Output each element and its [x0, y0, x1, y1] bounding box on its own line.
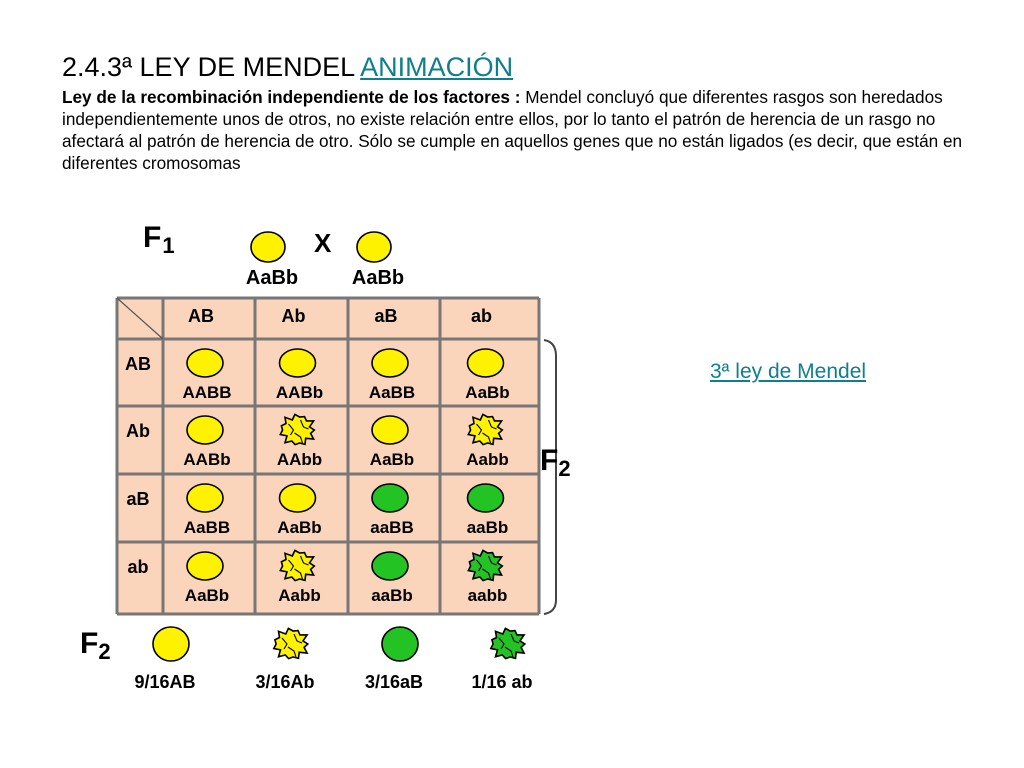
parent-seeds: AaBb AaBb — [246, 231, 404, 289]
summary-ratio-1: 9/16AB — [134, 672, 195, 692]
cell-genotype: AaBb — [277, 518, 321, 537]
parent-1-smooth-seed — [250, 231, 286, 263]
col-gamete-ab: ab — [471, 306, 492, 326]
row-gamete-AB: AB — [125, 354, 151, 374]
summary-ratio-3: 3/16aB — [365, 672, 423, 692]
cell-seed-smooth-seed — [186, 348, 224, 378]
summary-4-wrinkled-seed — [489, 627, 527, 660]
cell-genotype: aaBB — [370, 518, 413, 537]
cell-2-3: AaBb — [370, 415, 414, 469]
law-name: Ley de la recombinación independiente de… — [62, 87, 521, 107]
cell-seed-smooth-seed — [186, 415, 224, 445]
cell-seed-smooth-seed — [371, 483, 409, 513]
summary-3-smooth-seed — [381, 626, 419, 662]
col-gamete-AB: AB — [188, 306, 214, 326]
cell-seed-wrinkled-seed — [467, 549, 504, 582]
col-gamete-aB: aB — [374, 306, 397, 326]
title-text: 2.4.3ª LEY DE MENDEL — [62, 52, 355, 82]
cell-genotype: aaBb — [371, 586, 413, 605]
cell-3-3: aaBB — [370, 483, 414, 537]
f2-summary-label: F2 — [80, 627, 111, 664]
row-gamete-ab: ab — [127, 557, 148, 577]
cell-genotype: AABb — [276, 383, 323, 402]
cell-genotype: AaBB — [184, 518, 230, 537]
summary-2-wrinkled-seed — [272, 627, 310, 660]
parent-genotype-2: AaBb — [352, 267, 404, 289]
page-title: 2.4.3ª LEY DE MENDEL ANIMACIÓN — [62, 52, 513, 83]
cell-seed-wrinkled-seed — [467, 413, 504, 446]
cell-seed-smooth-seed — [186, 551, 224, 581]
cell-genotype: AABB — [182, 383, 231, 402]
cell-1-4: AaBb — [465, 348, 510, 402]
animation-link[interactable]: ANIMACIÓN — [360, 52, 514, 82]
cell-seed-smooth-seed — [466, 483, 505, 513]
cell-4-4: aabb — [467, 549, 508, 605]
summary-ratio-4: 1/16 ab — [471, 672, 532, 692]
f2-bracket — [543, 339, 557, 615]
cell-4-3: aaBb — [371, 551, 413, 605]
cell-genotype: AaBb — [185, 586, 229, 605]
cell-seed-smooth-seed — [371, 348, 409, 378]
cell-genotype: Aabb — [278, 586, 321, 605]
parent-2-smooth-seed — [356, 231, 392, 263]
parent-genotype-1: AaBb — [246, 267, 298, 289]
cell-3-2: AaBb — [277, 483, 322, 537]
row-gamete-aB: aB — [126, 489, 149, 509]
cell-seed-wrinkled-seed — [279, 413, 316, 446]
row-gamete-Ab: Ab — [126, 421, 150, 441]
cell-genotype: Aabb — [466, 450, 509, 469]
cell-1-1: AABB — [182, 348, 232, 402]
third-law-link[interactable]: 3ª ley de Mendel — [710, 360, 867, 383]
f2-bracket-label: F2 — [540, 444, 571, 481]
cell-3-1: AaBB — [184, 483, 230, 537]
cell-genotype: AaBb — [465, 383, 509, 402]
cell-genotype: aabb — [468, 586, 508, 605]
cell-genotype: AAbb — [277, 450, 322, 469]
cell-genotype: aaBb — [467, 518, 509, 537]
cell-genotype: AaBb — [370, 450, 414, 469]
cell-seed-smooth-seed — [371, 415, 409, 445]
cell-2-4: Aabb — [466, 413, 509, 469]
law-description: Ley de la recombinación independiente de… — [62, 86, 972, 174]
law-explanation: Mendel concluyó que diferentes rasgos so… — [62, 87, 963, 173]
cell-seed-smooth-seed — [278, 483, 317, 513]
cross-symbol: X — [314, 228, 332, 258]
cell-2-1: AABb — [183, 415, 231, 469]
corner-diagonal — [116, 297, 164, 340]
cell-seed-smooth-seed — [371, 551, 409, 581]
cell-3-4: aaBb — [466, 483, 509, 537]
cell-2-2: AAbb — [277, 413, 322, 469]
cell-seed-smooth-seed — [186, 483, 224, 513]
cell-1-3: AaBB — [369, 348, 415, 402]
summary-ratio-2: 3/16Ab — [255, 672, 314, 692]
col-gamete-Ab: Ab — [282, 306, 306, 326]
cell-1-2: AABb — [276, 348, 323, 402]
f2-summary: 9/16AB 3/16Ab 3/16aB 1/16 ab — [134, 626, 533, 692]
cell-4-2: Aabb — [278, 549, 321, 605]
f1-label: F1 — [143, 221, 175, 258]
cell-genotype: AaBB — [369, 383, 415, 402]
cell-4-1: AaBb — [185, 551, 229, 605]
cell-seed-smooth-seed — [278, 348, 317, 378]
cell-seed-smooth-seed — [466, 348, 505, 378]
summary-1-smooth-seed — [152, 626, 190, 662]
cell-genotype: AABb — [183, 450, 230, 469]
cell-seed-wrinkled-seed — [279, 549, 316, 582]
